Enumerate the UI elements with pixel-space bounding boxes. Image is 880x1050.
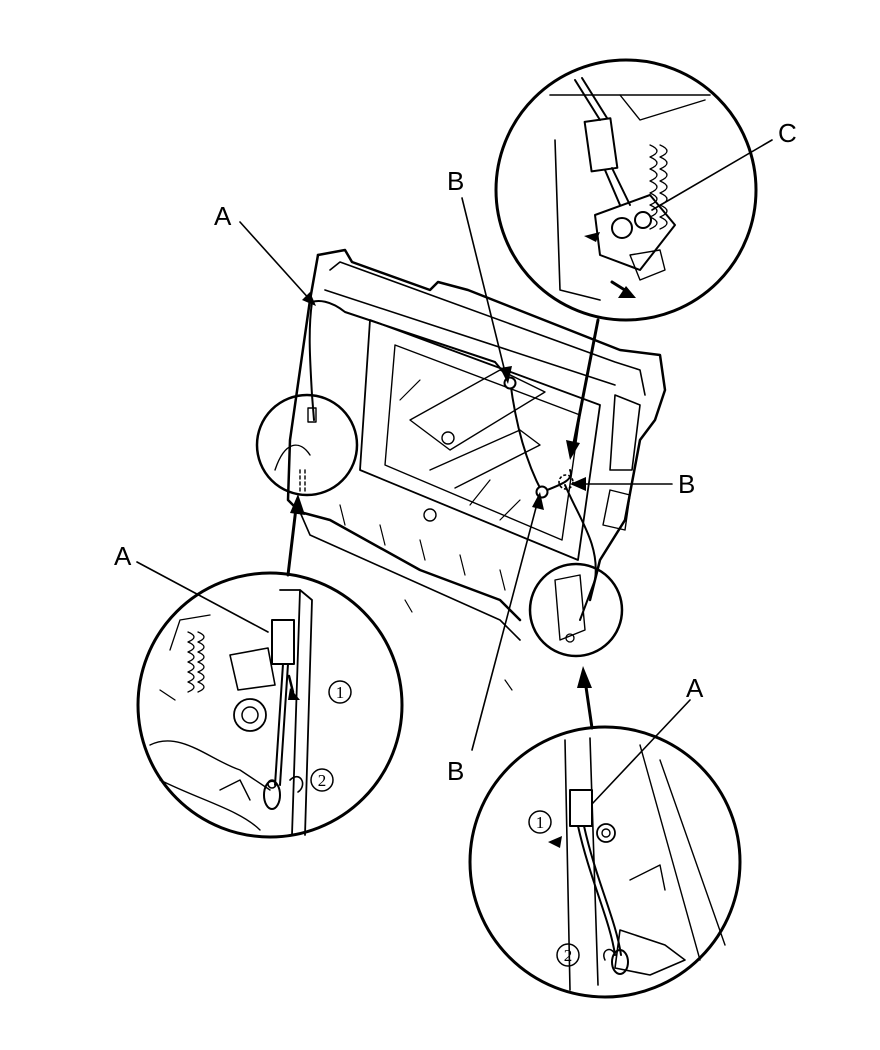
step-marker-left-1: 1 xyxy=(328,680,352,704)
release-cable xyxy=(308,300,597,621)
callout-b-top: B xyxy=(447,166,464,196)
callout-a-lower-left: A xyxy=(114,541,132,571)
svg-text:1: 1 xyxy=(536,813,545,832)
callout-a-upper-left: A xyxy=(214,201,232,231)
connector-arrow-top-right xyxy=(566,318,600,460)
svg-text:2: 2 xyxy=(564,946,573,965)
svg-text:1: 1 xyxy=(336,683,345,702)
step-marker-right-2: 2 xyxy=(556,943,580,967)
callout-a-lower-right: A xyxy=(686,673,704,703)
detail-circle-lower-right xyxy=(468,725,742,999)
step-marker-left-2: 2 xyxy=(310,768,334,792)
callout-b-right: B xyxy=(678,469,695,499)
detail-circle-lower-left xyxy=(136,571,404,839)
leader-lines xyxy=(136,139,773,805)
svg-text:2: 2 xyxy=(318,771,327,790)
callout-b-bottom: B xyxy=(447,756,464,786)
step-marker-right-1: 1 xyxy=(528,810,552,834)
connector-arrow-left xyxy=(286,494,305,577)
detail-circle-left-small xyxy=(255,393,359,497)
detail-circle-top-right xyxy=(494,58,758,322)
seat-back-frame xyxy=(286,248,667,691)
detail-circle-right-small xyxy=(528,562,624,658)
callout-c-top-right: C xyxy=(778,118,797,148)
connector-arrow-right xyxy=(577,666,594,730)
cable-clip-b-right xyxy=(558,474,574,490)
